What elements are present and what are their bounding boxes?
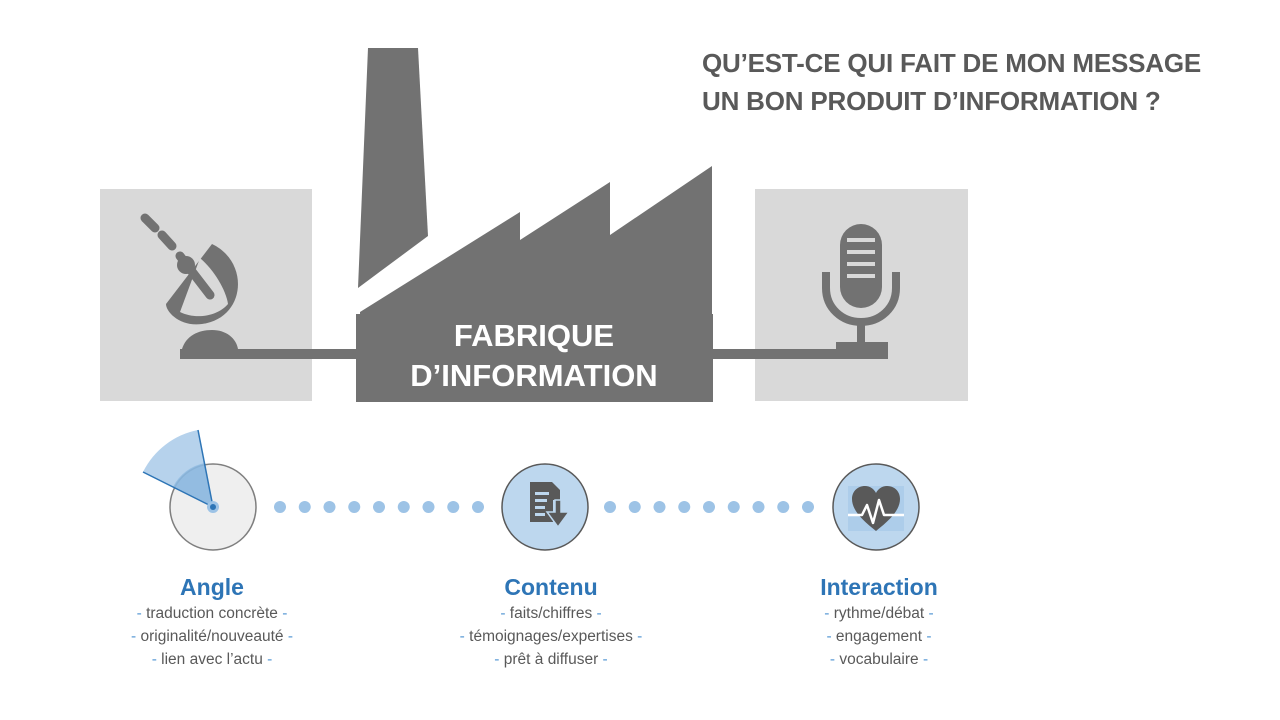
- factory-label-line-1: FABRIQUE: [453, 318, 615, 353]
- connector-dot: [422, 501, 435, 513]
- connector-dot: [678, 501, 691, 513]
- connector-dot: [348, 501, 361, 513]
- step-title: Angle: [180, 574, 244, 600]
- factory-building: [356, 48, 713, 402]
- connector-dot: [323, 501, 336, 513]
- heart-pulse-icon: [832, 463, 920, 551]
- step-title: Contenu: [504, 574, 598, 600]
- step-item: - traduction concrète -: [136, 605, 288, 622]
- step-title: Interaction: [820, 574, 938, 600]
- slide-title-line-2: UN BON PRODUIT D’INFORMATION ?: [702, 86, 1161, 116]
- connector-dot: [373, 501, 385, 513]
- factory-label: FABRIQUE D’INFORMATION: [356, 316, 712, 396]
- radar-angle-icon: [142, 429, 257, 551]
- connector-dot: [653, 501, 666, 513]
- dotted-connector-1: [274, 501, 484, 513]
- step-item: - lien avec l’actu -: [151, 651, 273, 668]
- step-item: - prêt à diffuser -: [494, 651, 608, 668]
- connector-dot: [472, 501, 484, 513]
- connector-dot: [727, 501, 740, 513]
- connector-dot: [802, 501, 814, 513]
- left-connector-bar: [180, 349, 360, 359]
- slide-title-line-1: QU’EST-CE QUI FAIT DE MON MESSAGE: [702, 48, 1202, 78]
- step-item: - engagement -: [826, 628, 932, 645]
- factory-label-line-2: D’INFORMATION: [410, 358, 658, 393]
- satellite-dish-icon: [140, 213, 238, 349]
- connector-dot: [447, 501, 460, 513]
- connector-dot: [703, 501, 715, 513]
- connector-dot: [274, 501, 286, 513]
- step-interaction: Interaction - rythme/débat - - engagemen…: [749, 572, 1009, 671]
- step-angle: Angle - traduction concrète - - original…: [82, 572, 342, 671]
- connector-dot: [777, 501, 790, 513]
- step-item: - originalité/nouveauté -: [131, 628, 293, 645]
- document-download-icon: [501, 463, 589, 551]
- step-item: - faits/chiffres -: [500, 605, 602, 622]
- connector-dot: [752, 501, 765, 513]
- dotted-connector-2: [604, 501, 814, 513]
- connector-dot: [298, 501, 311, 513]
- step-item: - rythme/débat -: [824, 605, 934, 622]
- step-item: - vocabulaire -: [829, 651, 929, 668]
- connector-dot: [628, 501, 641, 513]
- microphone-icon: [822, 224, 900, 352]
- right-connector-bar: [710, 349, 888, 359]
- connector-dot: [397, 501, 410, 513]
- step-contenu: Contenu - faits/chiffres - - témoignages…: [421, 572, 681, 671]
- slide-title: QU’EST-CE QUI FAIT DE MON MESSAGE UN BON…: [702, 44, 1201, 120]
- connector-dot: [604, 501, 616, 513]
- step-item: - témoignages/expertises -: [459, 628, 643, 645]
